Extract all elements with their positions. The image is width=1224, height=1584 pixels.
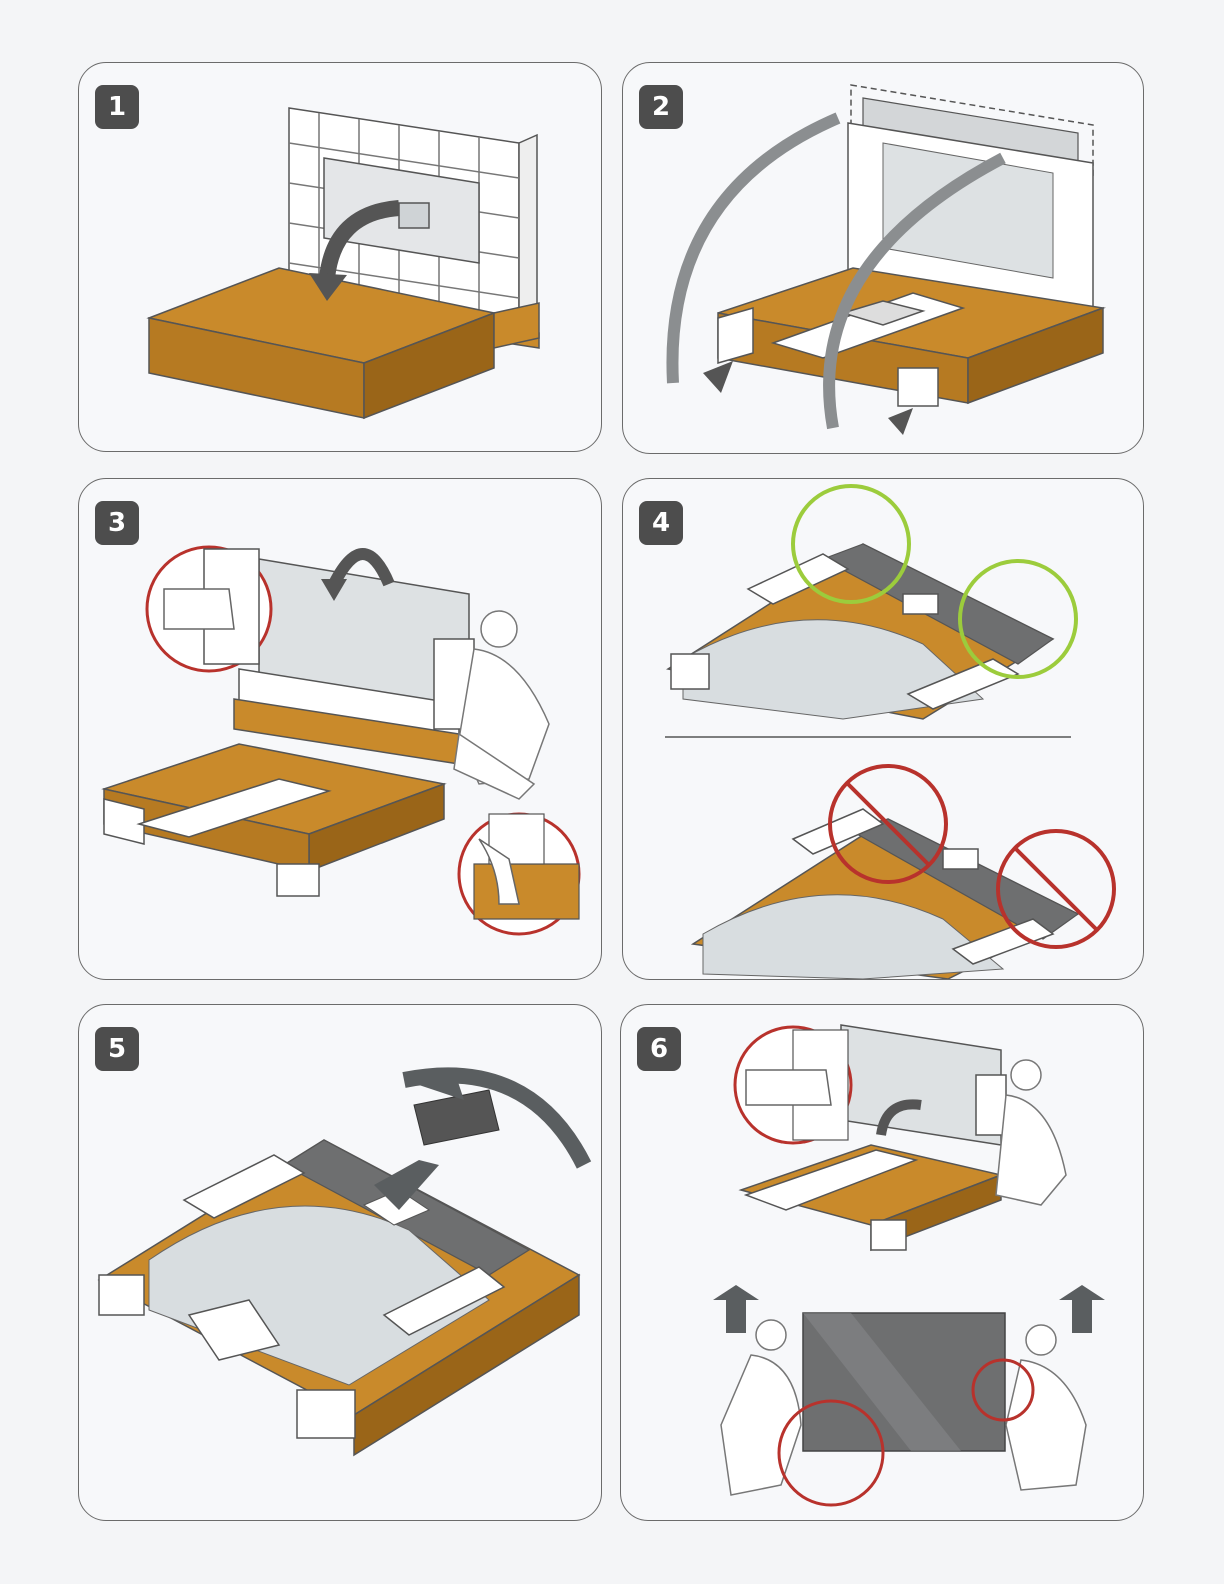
step-5-panel: 5 [78, 1004, 602, 1521]
incorrect-example [693, 766, 1114, 979]
step-3-panel: 3 [78, 478, 602, 980]
up-arrow-left-icon [713, 1285, 759, 1333]
accessory-piece [414, 1090, 499, 1145]
person-right [1006, 1325, 1086, 1490]
step-1-panel: 1 [78, 62, 602, 452]
step-4-badge: 4 [639, 501, 683, 545]
step-5-badge: 5 [95, 1027, 139, 1071]
step-3-illustration [79, 479, 601, 979]
hand-icon [746, 1070, 831, 1105]
two-person-lift-scene [713, 1285, 1105, 1505]
step-2-badge: 2 [639, 85, 683, 129]
step-5-illustration [79, 1005, 601, 1520]
lift-from-tray-scene [735, 1025, 1066, 1250]
step-6-panel: 6 [620, 1004, 1144, 1521]
up-arrow-right-icon [1059, 1285, 1105, 1333]
step-4-panel: 4 [622, 478, 1144, 980]
correct-example [668, 486, 1076, 719]
hand-icon [164, 589, 234, 629]
step-6-badge: 6 [637, 1027, 681, 1071]
step-2-illustration [623, 63, 1143, 453]
step-4-illustration [623, 479, 1143, 979]
step-6-illustration [621, 1005, 1143, 1520]
person-left [721, 1320, 801, 1495]
step-2-panel: 2 [622, 62, 1144, 454]
step-1-badge: 1 [95, 85, 139, 129]
step-3-badge: 3 [95, 501, 139, 545]
step-1-illustration [79, 63, 601, 451]
